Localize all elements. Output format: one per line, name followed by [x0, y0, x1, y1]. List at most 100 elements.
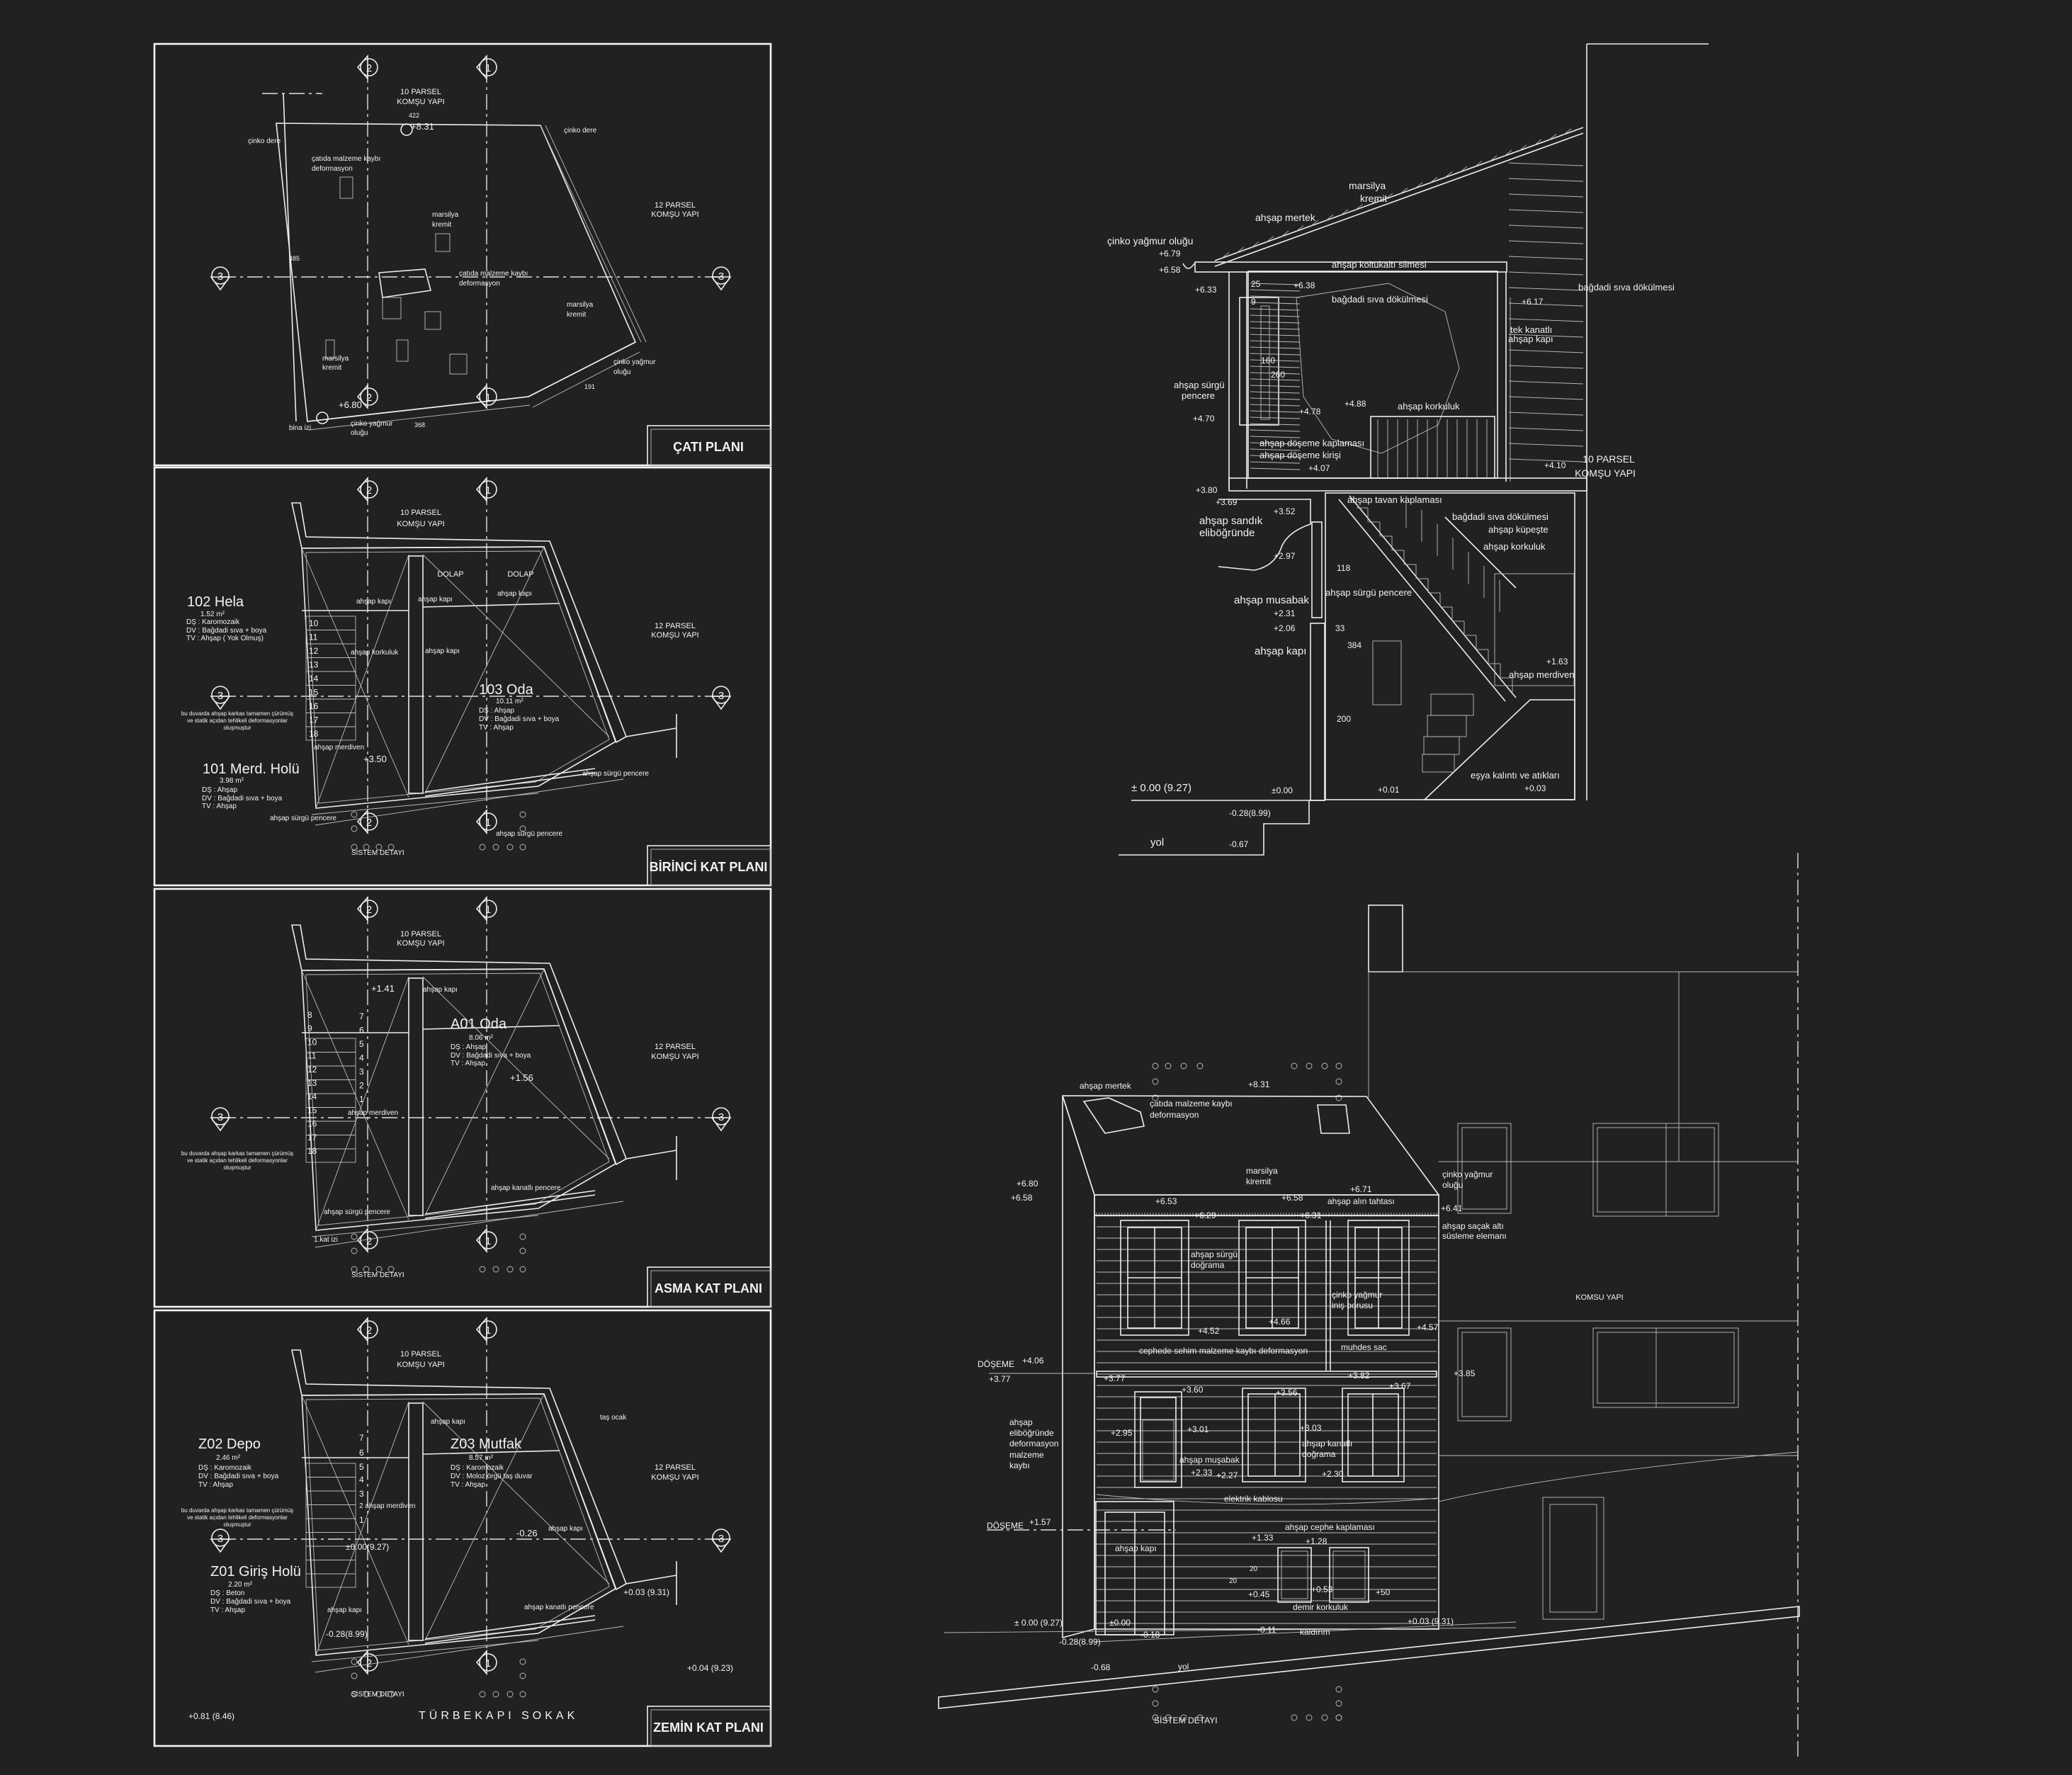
- lath-line: [1250, 308, 1301, 311]
- wall-board: [1508, 443, 1584, 447]
- stair-step-number: 7: [359, 1433, 364, 1443]
- annotation-label: +6.33: [1195, 285, 1217, 295]
- annotation-label: ahşap cephe kaplaması: [1285, 1522, 1375, 1532]
- annotation-label: DŞ : Ahşap: [202, 786, 237, 794]
- annotation-label: +50: [1376, 1587, 1391, 1597]
- stone-step: [1427, 715, 1467, 737]
- entrance-door: [1310, 623, 1325, 801]
- wall-board: [1508, 178, 1584, 182]
- stair-step-number: 12: [307, 1065, 317, 1074]
- system-detail-marker-icon: [1291, 1714, 1298, 1721]
- annotation-label: -0.28(8.99): [326, 1629, 368, 1639]
- annotation-label: DŞ : Ahşap: [451, 1043, 486, 1051]
- sidewalk-line: [1094, 1621, 1517, 1643]
- road-surface: [938, 1606, 1800, 1709]
- title-box-inner: [650, 429, 771, 466]
- annotation-label: yol: [1178, 1662, 1189, 1672]
- basement-window: [1277, 1547, 1312, 1603]
- stair-step-number: 10: [307, 1037, 317, 1047]
- system-detail-marker-icon: [387, 1266, 395, 1273]
- crack-diagonal: [424, 546, 545, 794]
- floor-plans: [153, 42, 772, 1747]
- system-detail-marker-icon: [479, 844, 486, 851]
- annotation-label: +0.01: [1378, 785, 1400, 795]
- axis-marker-icon: [360, 900, 378, 918]
- annotation-label: bağdadi sıva dökülmesi: [1578, 282, 1675, 293]
- annotation-label: 2.20 m²: [228, 1581, 253, 1589]
- annotation-label: KOMŞU YAPI: [651, 1053, 698, 1061]
- iron-grille: [1332, 1550, 1366, 1599]
- gutter: [540, 125, 642, 343]
- lath-line: [1250, 346, 1301, 349]
- stone-step: [1430, 693, 1474, 716]
- lath-line: [1250, 327, 1301, 330]
- neighbour-door: [1549, 1504, 1597, 1613]
- system-detail-marker-icon: [375, 1691, 383, 1698]
- annotation-label: ahşap kapı: [1255, 645, 1306, 657]
- annotation-label: +1.28: [1306, 1536, 1327, 1546]
- annotation-label: 10 PARSEL: [400, 930, 441, 938]
- stair-stringer: [1338, 499, 1506, 702]
- system-detail-marker-icon: [519, 844, 526, 851]
- annotation-label: +6.53: [1155, 1196, 1177, 1206]
- system-detail-marker-icon: [479, 1266, 486, 1273]
- annotation-label: oluşmuştur: [223, 1164, 251, 1171]
- annotation-label: eliböğründe: [1199, 527, 1255, 539]
- wall-board: [1508, 396, 1584, 400]
- system-detail-marker-icon: [1335, 1062, 1342, 1070]
- annotation-label: ahşap sürgü pencere: [496, 830, 562, 838]
- stair-step-number: 14: [309, 674, 319, 684]
- axis-marker-icon: [211, 1107, 230, 1125]
- annotation-label: 1.kat izi: [314, 1236, 338, 1244]
- annotation-label: çinko dere: [248, 137, 281, 145]
- system-detail-marker-icon: [375, 844, 383, 851]
- annotation-label: 485: [289, 255, 300, 262]
- window: [424, 768, 596, 793]
- system-detail-marker-icon: [1335, 1078, 1342, 1085]
- upper-window: [1239, 297, 1279, 426]
- wall-board: [1508, 427, 1584, 431]
- annotation-label: +8.31: [411, 121, 434, 132]
- system-detail-marker-icon: [519, 811, 526, 818]
- axis-marker-label: 2: [366, 817, 372, 829]
- lath-line: [1250, 455, 1301, 458]
- annotation-label: DŞ : Karomozaik: [186, 618, 240, 626]
- roof-tile: [1251, 241, 1259, 248]
- annotation-label: +6.71: [1350, 1184, 1372, 1194]
- upper-window: [1238, 1220, 1306, 1336]
- annotation-label: +4.78: [1299, 407, 1321, 416]
- annotation-label: ve statik açıdan tehlikeli deformasyonla…: [187, 1157, 288, 1164]
- axis-marker-icon: [360, 1653, 378, 1672]
- annotation-label: ahşap sürgü pencere: [1325, 587, 1412, 598]
- system-detail-marker-icon: [1180, 1714, 1187, 1721]
- annotation-label: +4.52: [1198, 1326, 1220, 1336]
- stair-step-number: 15: [309, 688, 319, 698]
- lath-line: [1250, 283, 1301, 285]
- neighbour-window: [1597, 1127, 1715, 1213]
- annotation-label: KOMŞU YAPI: [651, 1473, 698, 1482]
- wall-board: [1508, 412, 1584, 416]
- title-box-inner: [650, 1709, 771, 1747]
- floor-outline-inner: [305, 972, 610, 1226]
- annotation-label: +0.03: [1524, 783, 1546, 793]
- annotation-label: deformasyon: [1009, 1439, 1058, 1448]
- annotation-label: +2.97: [1274, 551, 1296, 561]
- missing-tile-patch: [435, 233, 451, 252]
- stair-step-number: 12: [309, 646, 319, 656]
- axis-marker-label: 3: [217, 690, 223, 702]
- annotation-label: +1.56: [510, 1072, 533, 1083]
- window-sash: [1247, 1393, 1301, 1477]
- axis-marker-icon: [360, 480, 378, 499]
- system-detail-marker-icon: [363, 844, 370, 851]
- system-detail-marker-icon: [506, 1266, 514, 1273]
- axis-marker-icon: [712, 1107, 730, 1125]
- annotation-label: +6.58: [1011, 1193, 1033, 1203]
- wall-board: [1508, 458, 1584, 463]
- system-detail-marker-icon: [351, 1233, 358, 1240]
- annotation-label: +0.53: [1311, 1584, 1333, 1594]
- stair-step-number: 14: [307, 1091, 317, 1101]
- annotation-label: 103 Oda: [479, 682, 534, 698]
- annotation-label: deformasyon: [1150, 1110, 1199, 1120]
- axis-marker-icon: [479, 58, 497, 76]
- annotation-label: +2.95: [1111, 1428, 1133, 1438]
